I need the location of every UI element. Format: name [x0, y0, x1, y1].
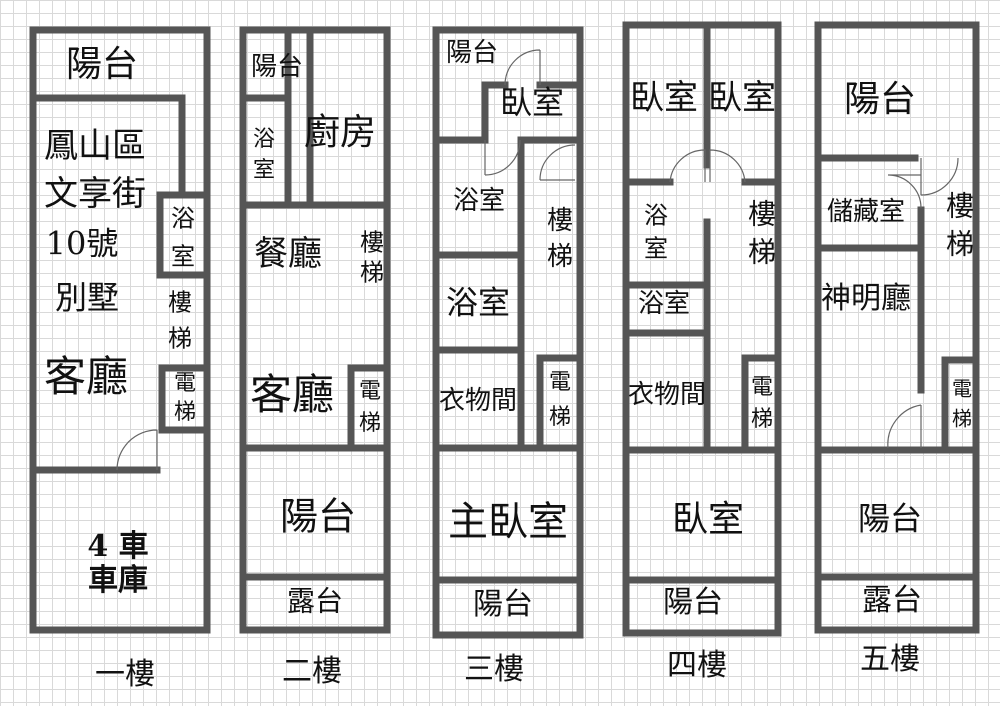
- floor-4-bedroom-2-label: 臥室: [708, 78, 776, 118]
- floor-3-closet-label: 衣物間: [439, 386, 517, 416]
- floor-4-outer-wall: [622, 21, 782, 637]
- floor-5-elevator-label-1: 電: [952, 377, 972, 401]
- floor-2-elevator-wall: [347, 364, 391, 452]
- floor-1-plan: 陽台 鳳山區 文享街 10號 別墅 客廳 浴 室 樓 梯 電 梯 4 車 車庫: [29, 26, 211, 634]
- floor-4-bedroom-3-label: 臥室: [672, 499, 744, 540]
- floor-3-plan: 陽台 臥室 浴室 樓 梯 浴室 衣物間 電 梯 主臥室 陽台: [432, 26, 584, 639]
- floor-3-stairs-label-1: 樓: [547, 206, 573, 236]
- floor-2-balcony-walls: [239, 444, 391, 581]
- floor-2-stairs-label-1: 樓: [360, 229, 384, 257]
- floor-4-closet-label: 衣物間: [628, 380, 706, 410]
- floor-3-stairs-label-2: 梯: [547, 242, 573, 272]
- floor-4-stairs-label-1: 樓: [748, 198, 776, 231]
- floor-4-bathroom-2-label: 浴室: [638, 289, 690, 319]
- floor-2-kitchen-bath-walls: [239, 26, 391, 209]
- floor-4-door-left: [669, 149, 706, 183]
- floor-3-stair-wall: [517, 136, 584, 452]
- floor-3-bedroom-wall: [432, 81, 584, 144]
- floor-1-caption: 一樓: [95, 657, 155, 692]
- floor-3-elevator-wall: [536, 354, 584, 452]
- floor-1-address-line-4: 別墅: [55, 279, 119, 317]
- floor-3-door-stairs: [539, 144, 576, 181]
- floor-5-plan: 陽台 儲藏室 樓 梯 神明廳 電 梯 陽台 露台: [814, 21, 980, 634]
- floor-2-kitchen-label: 廚房: [304, 112, 376, 153]
- floor-3-door-mid: [484, 139, 521, 176]
- floor-1-address-line-2: 文享街: [44, 174, 146, 214]
- floor-1-door: [116, 429, 158, 471]
- floor-3-elevator-label-1: 電: [549, 370, 571, 395]
- floor-3-bedroom-label: 臥室: [500, 84, 564, 122]
- floor-3-bathroom-label-1: 浴室: [453, 186, 505, 216]
- floor-1-bathroom-label-1: 浴: [171, 205, 195, 233]
- floor-2-caption: 二樓: [282, 654, 342, 689]
- floor-5-shrine-hall-label: 神明廳: [821, 281, 911, 316]
- floor-2-balcony-big-label: 陽台: [280, 495, 356, 539]
- floor-4-elevator-label-2: 梯: [751, 407, 773, 432]
- floor-2-stairs-label-2: 梯: [360, 259, 384, 287]
- floor-5-door-storage: [887, 174, 922, 209]
- floor-1-balcony-label: 陽台: [66, 44, 138, 85]
- floor-4-bathroom-1-label-2: 室: [644, 235, 668, 263]
- floor-3-balcony-bottom-label: 陽台: [473, 587, 533, 622]
- floor-2-elevator-label-1: 電: [359, 379, 381, 404]
- floor-3-elevator-label-2: 梯: [549, 405, 571, 430]
- floor-2-outer-wall: [239, 26, 391, 634]
- floor-1-bathroom-wall: [156, 191, 211, 279]
- floor-4-balcony-bottom-label: 陽台: [663, 585, 723, 620]
- floor-1-outer-wall: [29, 26, 211, 634]
- floor-1-bathroom-label-2: 室: [171, 243, 195, 271]
- floor-3-bathroom-walls: [432, 251, 525, 354]
- floor-4-elevator-wall: [741, 354, 782, 449]
- floor-5-elevator-label-2: 梯: [952, 407, 972, 431]
- floor-5-balcony-big-label: 陽台: [858, 500, 922, 538]
- floor-2-terrace-label: 露台: [287, 585, 343, 618]
- floor-3-door-top: [504, 49, 541, 86]
- floor-1-address-line-3: 10號: [46, 225, 119, 263]
- floor-5-stairs-label-2: 梯: [946, 228, 974, 261]
- floor-5-storage-wall: [814, 206, 925, 394]
- floor-4-door-right: [709, 149, 746, 183]
- floor-1-address-line-1: 鳳山區: [44, 126, 146, 166]
- floor-5-door-bottom: [887, 404, 922, 449]
- floor-5-stairs-label-1: 樓: [946, 190, 974, 223]
- floor-1-elevator-wall: [158, 364, 211, 434]
- floor-5-storage-label: 儲藏室: [827, 197, 905, 227]
- floor-5-bottom-walls: [814, 446, 980, 581]
- floor-2-bathroom-label-1: 浴: [253, 127, 275, 152]
- floor-4-bathroom-1-label-1: 浴: [644, 202, 668, 230]
- floor-2-plan: 陽台 廚房 浴 室 餐廳 樓 梯 客廳 電 梯 陽台 露台: [239, 26, 391, 634]
- floor-2-dining-room-label: 餐廳: [254, 234, 322, 274]
- floor-3-bathroom-label-2: 浴室: [446, 284, 510, 322]
- floor-2-living-room-label: 客廳: [250, 370, 334, 419]
- floor-1-garage-label-2: 車庫: [88, 563, 148, 598]
- floor-1-elevator-label-1: 電: [174, 371, 196, 396]
- floor-5-caption: 五樓: [860, 642, 920, 677]
- floor-4-elevator-label-1: 電: [751, 375, 773, 400]
- floor-2-balcony-label: 陽台: [251, 52, 303, 82]
- floor-1-living-room-label: 客廳: [44, 352, 128, 401]
- floor-5-outer-wall: [814, 21, 980, 634]
- floor-5-balcony-label: 陽台: [844, 79, 916, 120]
- floor-2-bathroom-label-2: 室: [253, 158, 275, 183]
- floor-1-stairs-label-2: 梯: [168, 325, 192, 353]
- floor-2-elevator-label-2: 梯: [359, 411, 381, 436]
- floor-4-bedroom-1-label: 臥室: [630, 78, 698, 118]
- floor-5-terrace-label: 露台: [862, 583, 922, 618]
- floor-5-door-top: [920, 157, 959, 196]
- floor-3-bottom-walls: [432, 444, 584, 584]
- floor-1-garage-label-1: 4 車: [87, 529, 148, 564]
- floor-3-outer-wall: [432, 26, 584, 639]
- floor-3-caption: 三樓: [464, 652, 524, 687]
- floor-4-caption: 四樓: [667, 648, 727, 683]
- floor-3-balcony-label: 陽台: [446, 38, 498, 68]
- floor-5-elevator-wall: [941, 356, 980, 452]
- floor-4-plan: 臥室 臥室 浴 室 樓 梯 浴室 衣物間 電 梯 臥室 陽台: [622, 21, 782, 637]
- floor-1-elevator-label-2: 梯: [174, 400, 196, 425]
- floor-1-stairs-label-1: 樓: [168, 289, 192, 317]
- floor-3-master-bedroom-label: 主臥室: [448, 499, 568, 545]
- floor-4-stairs-label-2: 梯: [748, 236, 776, 269]
- floor-1-balcony-wall: [29, 94, 186, 194]
- floor-4-bottom-walls: [622, 446, 782, 584]
